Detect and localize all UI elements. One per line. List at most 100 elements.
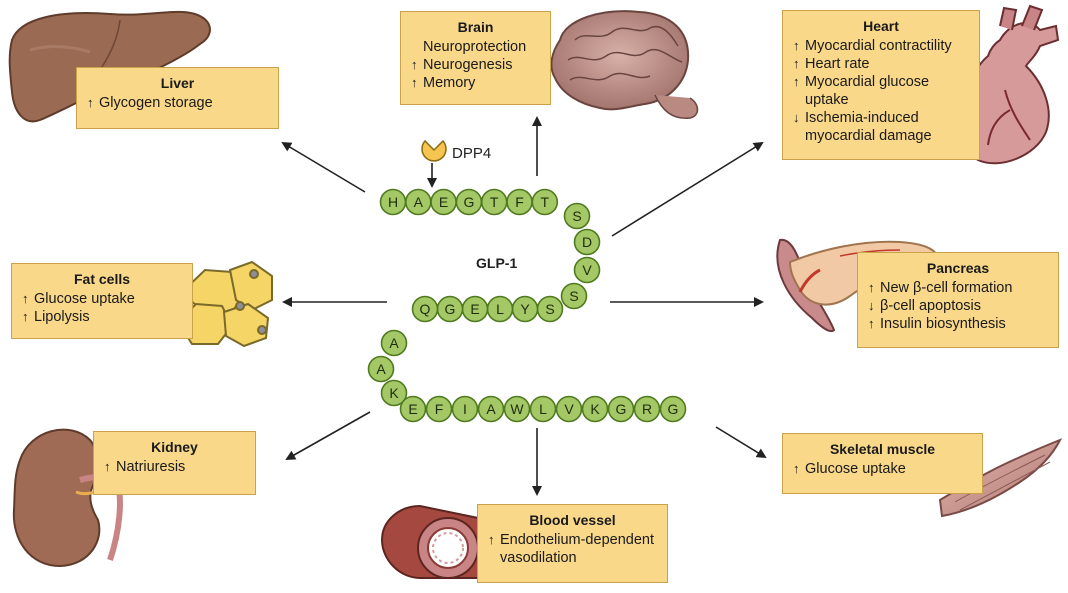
amino-acid-letter: H xyxy=(388,194,398,210)
fat-effect-text: Glucose uptake xyxy=(34,291,135,307)
amino-acid-letter: K xyxy=(389,385,399,401)
amino-acid-letter: F xyxy=(435,401,444,417)
amino-acid-bead xyxy=(531,188,559,216)
kidney-title: Kidney xyxy=(151,439,198,455)
amino-acid-letter: E xyxy=(408,401,417,417)
amino-acid-letter: T xyxy=(490,194,499,210)
amino-acid-bead xyxy=(399,395,427,423)
down-arrow-icon: ↓ xyxy=(793,110,800,125)
muscle-effect: ↑ Glucose uptake xyxy=(793,460,972,478)
amino-acid-bead xyxy=(529,395,557,423)
amino-acid-letter: A xyxy=(414,194,424,210)
up-arrow-icon: ↑ xyxy=(793,38,800,53)
pancreas-effect-text: New β-cell formation xyxy=(880,280,1013,296)
fat-title: Fat cells xyxy=(73,271,131,287)
amino-acid-letter: A xyxy=(376,361,386,377)
amino-acid-letter: L xyxy=(539,401,547,417)
muscle-effect-text: Glucose uptake xyxy=(805,461,906,477)
amino-acid-letter: V xyxy=(564,401,574,417)
liver-box: Liver ↑ Glycogen storage xyxy=(76,67,279,129)
heart-effect-text: Ischemia-induced myocardial damage xyxy=(805,110,932,144)
fat-cells-illustration xyxy=(176,260,273,348)
amino-acid-letter: E xyxy=(470,301,479,317)
pancreas-effect-text: Insulin biosynthesis xyxy=(880,316,1006,332)
amino-acid-letter: T xyxy=(541,194,550,210)
heart-illustration xyxy=(959,4,1060,165)
heart-effect: ↑ Myocardial contractility xyxy=(793,37,969,55)
heart-effect-text: Myocardial contractility xyxy=(805,38,952,54)
brain-effect-text: Neuroprotection xyxy=(423,39,527,55)
heart-effect-text: Heart rate xyxy=(805,56,870,72)
amino-acid-letter: Q xyxy=(420,301,431,317)
up-arrow-icon: ↑ xyxy=(868,280,875,295)
amino-acid-bead xyxy=(477,395,505,423)
amino-acid-letter: G xyxy=(463,194,474,210)
fat-effect: ↑ Lipolysis xyxy=(22,308,182,326)
effect-arrows xyxy=(281,116,767,496)
liver-effect-text: Glycogen storage xyxy=(99,95,213,111)
amino-acid-bead xyxy=(425,395,453,423)
up-arrow-icon: ↑ xyxy=(104,459,111,474)
brain-effect: ↑ Neurogenesis xyxy=(411,56,540,74)
arrow-to-liver xyxy=(281,141,366,193)
up-arrow-icon: ↑ xyxy=(411,57,418,72)
up-arrow-icon: ↑ xyxy=(22,291,29,306)
amino-acid-bead xyxy=(367,355,395,383)
brain-effect-text: Neurogenesis xyxy=(423,57,513,73)
vessel-effect-text: Endothelium-dependent vasodilation xyxy=(500,532,654,566)
amino-acid-letter: Y xyxy=(520,301,530,317)
amino-acid-letter: I xyxy=(463,401,467,417)
up-arrow-icon: ↑ xyxy=(793,74,800,89)
up-arrow-icon: ↑ xyxy=(87,95,94,110)
arrow-to-kidney xyxy=(285,411,371,460)
liver-illustration xyxy=(8,10,211,123)
up-arrow-icon: ↑ xyxy=(488,532,495,547)
amino-acid-letter: G xyxy=(616,401,627,417)
up-arrow-icon: ↑ xyxy=(793,461,800,476)
pancreas-effect-text: β-cell apoptosis xyxy=(880,298,982,314)
liver-title: Liver xyxy=(160,75,195,91)
amino-acid-letter: F xyxy=(515,194,524,210)
fat-effect: ↑ Glucose uptake xyxy=(22,290,182,308)
pancreas-title: Pancreas xyxy=(926,260,990,276)
glp1-label: GLP-1 xyxy=(476,255,517,271)
amino-acid-letter: V xyxy=(582,262,592,278)
amino-acid-bead xyxy=(411,295,439,323)
up-arrow-icon: ↑ xyxy=(22,309,29,324)
dpp4-enzyme-icon xyxy=(421,139,447,162)
heart-effect: ↑Heart rate xyxy=(793,55,969,73)
amino-acid-letter: W xyxy=(510,401,524,417)
amino-acid-letter: G xyxy=(668,401,679,417)
vessel-effect: ↑ Endothelium-dependent vasodilation xyxy=(488,531,657,567)
amino-acid-letter: D xyxy=(582,234,592,250)
brain-effect-text: Memory xyxy=(423,75,476,91)
skeletal-muscle-box: Skeletal muscle ↑ Glucose uptake xyxy=(782,433,983,494)
blood-vessel-illustration xyxy=(380,504,479,579)
brain-title: Brain xyxy=(457,19,494,35)
amino-acid-letter: A xyxy=(389,335,399,351)
arrow-to-muscle xyxy=(715,426,767,459)
dpp4-label: DPP4 xyxy=(452,145,491,162)
arrow-to-heart xyxy=(611,141,764,237)
heart-effect-text: Myocardial glucose uptake xyxy=(805,74,930,108)
amino-acid-letter: R xyxy=(642,401,652,417)
muscle-title: Skeletal muscle xyxy=(829,441,936,457)
amino-acid-letter: E xyxy=(439,194,448,210)
amino-acid-letter: L xyxy=(496,301,504,317)
vessel-title: Blood vessel xyxy=(529,512,616,528)
amino-acid-letter: G xyxy=(445,301,456,317)
pancreas-effect: ↑ New β-cell formation xyxy=(868,279,1048,297)
kidney-box: Kidney↑Natriuresis xyxy=(93,431,256,495)
amino-acid-letter: A xyxy=(486,401,496,417)
up-arrow-icon: ↑ xyxy=(868,316,875,331)
amino-acid-bead xyxy=(503,395,531,423)
brain-effect: ↑Memory xyxy=(411,74,540,92)
fat-effect-text: Lipolysis xyxy=(34,309,90,325)
amino-acid-bead xyxy=(451,395,479,423)
amino-acid-bead xyxy=(573,256,601,284)
amino-acid-letter: S xyxy=(545,301,554,317)
heart-effect: ↑ Myocardial glucose uptake xyxy=(793,73,969,109)
